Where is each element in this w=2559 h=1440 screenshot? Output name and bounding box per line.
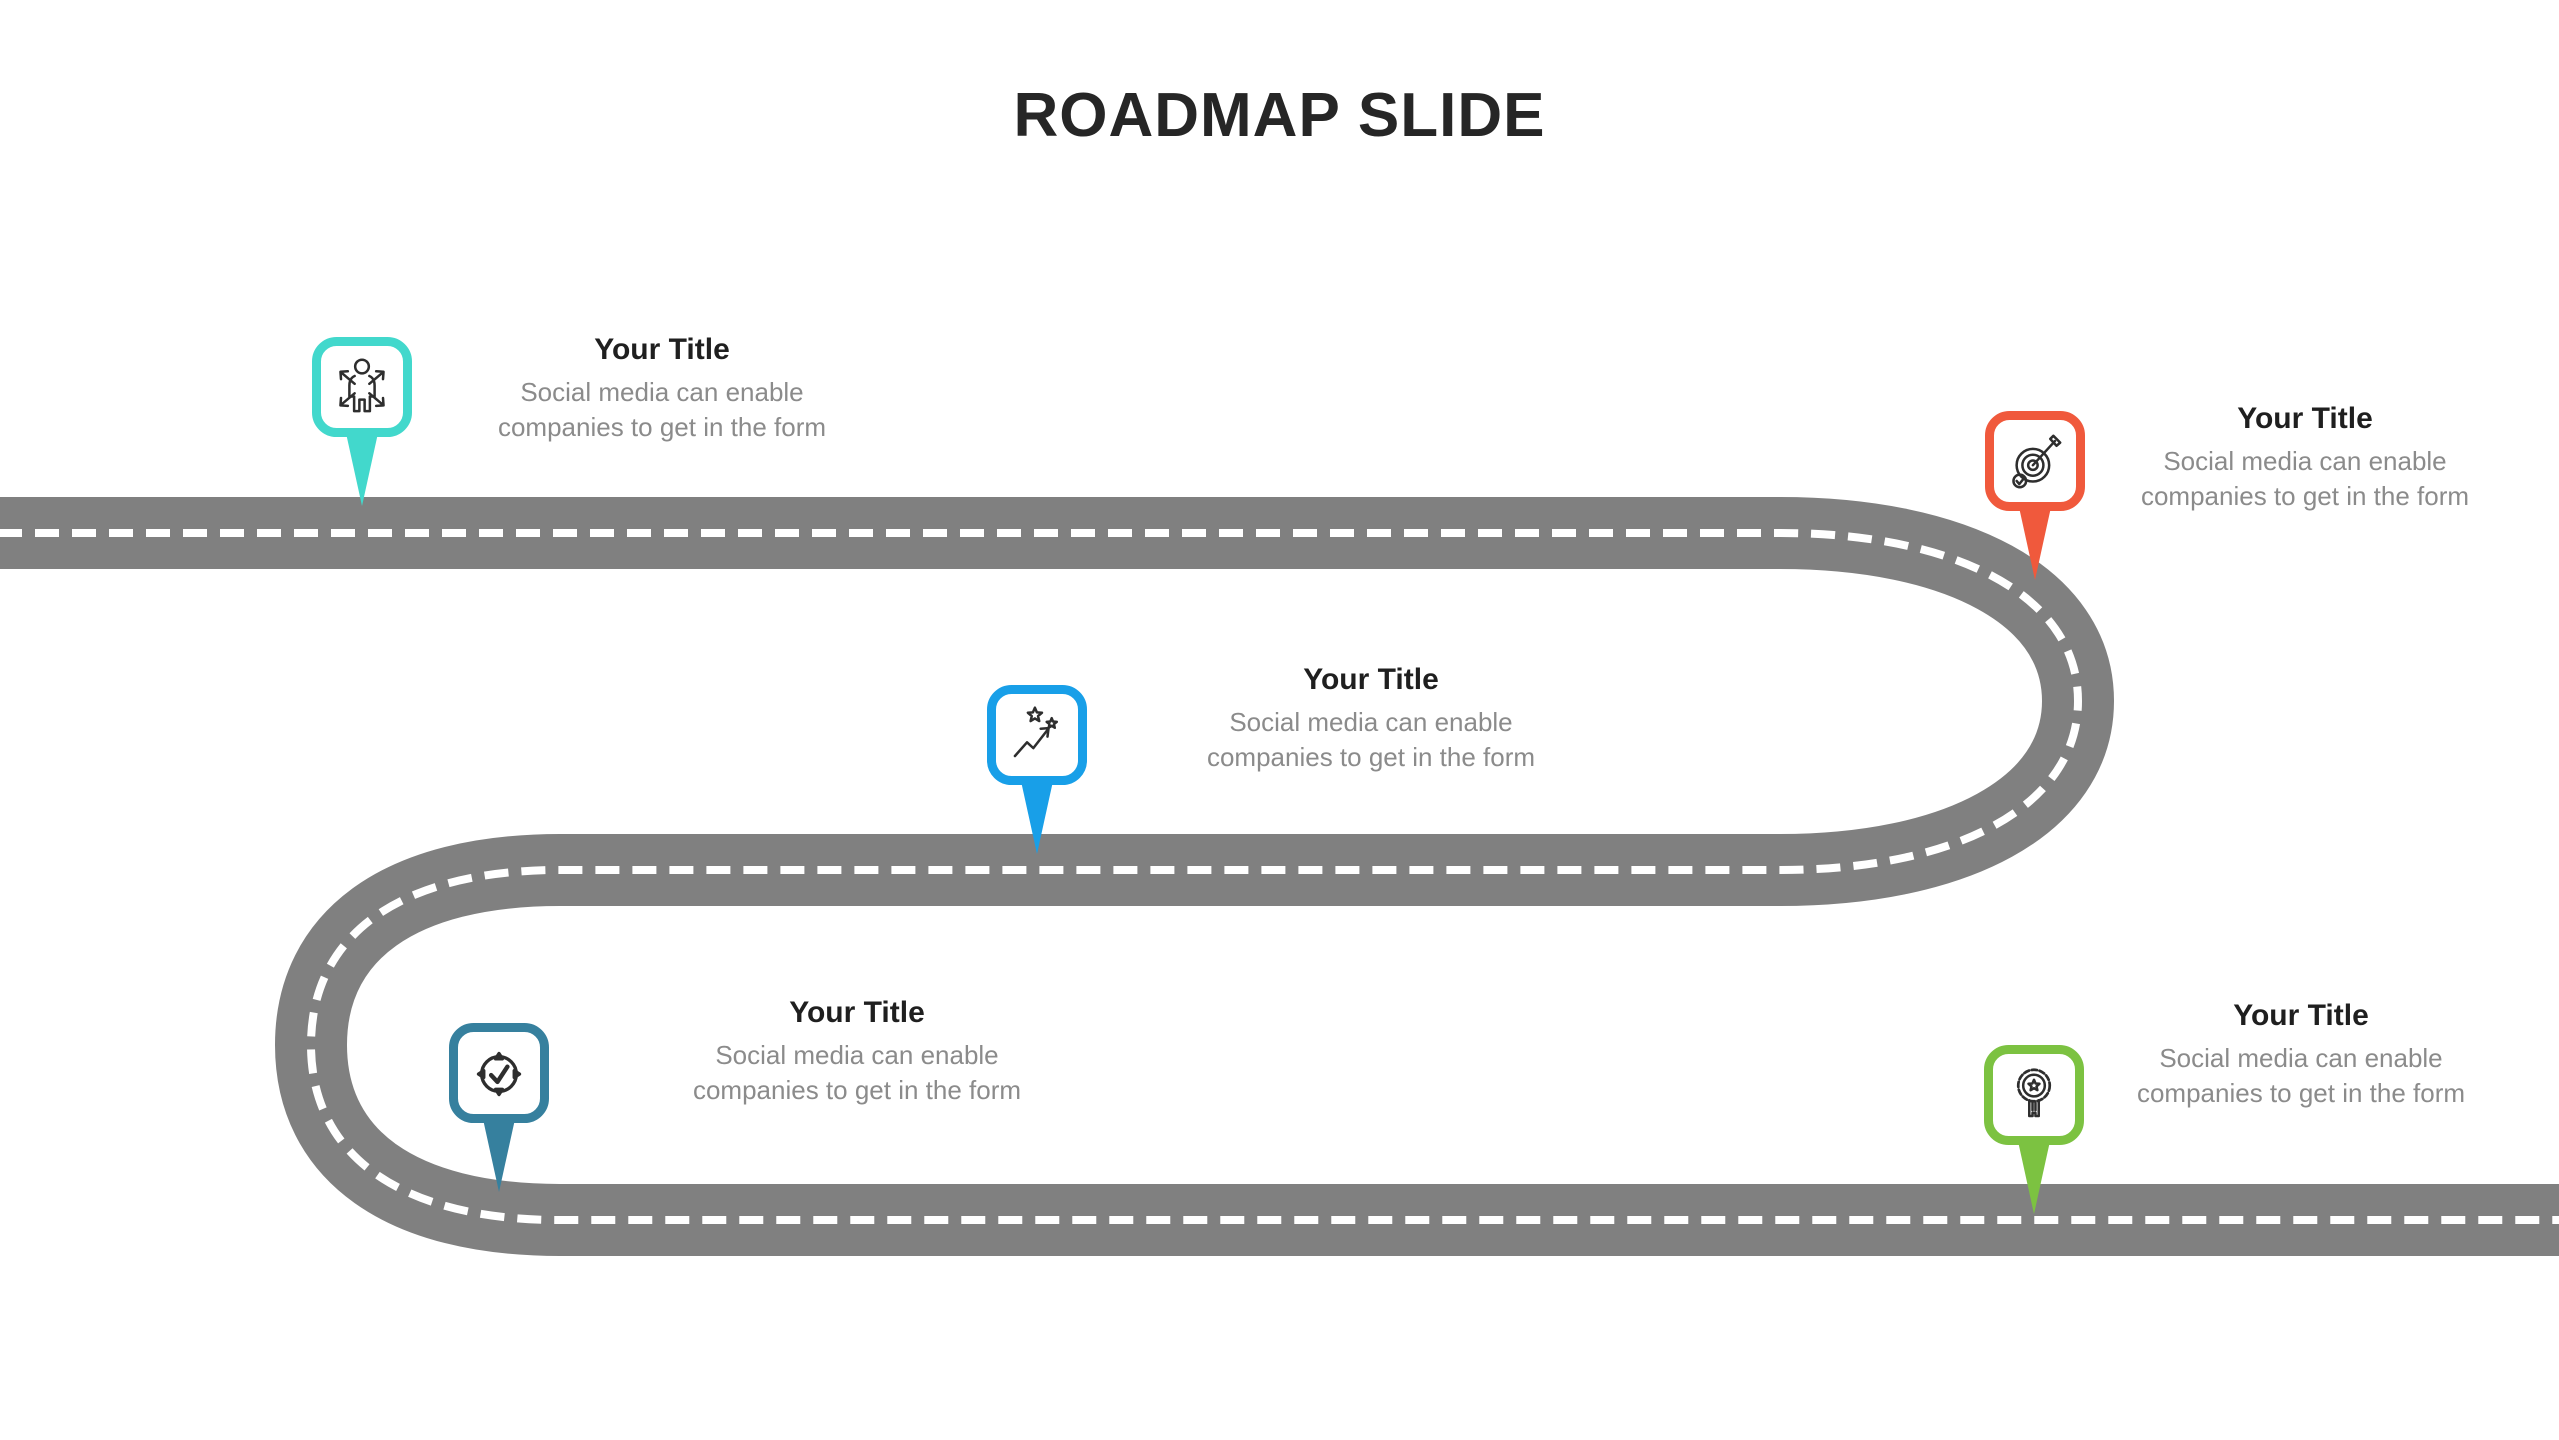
milestone-description-line1: Social media can enable xyxy=(1229,707,1513,737)
milestone-title: Your Title xyxy=(1303,663,1439,696)
award-key-icon xyxy=(2016,1068,2052,1118)
target-arrow-icon xyxy=(2012,434,2062,489)
milestone-description-line2: companies to get in the form xyxy=(2140,481,2470,511)
milestone-pin-2 xyxy=(1985,411,2085,580)
milestone-title: Your Title xyxy=(594,333,730,366)
pin-frame xyxy=(1984,1045,2084,1145)
milestone-text-1: Your Title Social media can enable compa… xyxy=(402,331,922,445)
milestone-pin-1 xyxy=(312,337,412,506)
page-title: ROADMAP SLIDE xyxy=(1013,81,1546,150)
milestone-pin-3 xyxy=(987,685,1087,854)
milestone-text-2: Your Title Social media can enable compa… xyxy=(2045,400,2559,514)
milestone-description-line1: Social media can enable xyxy=(2163,446,2447,476)
milestone-pin-5 xyxy=(1984,1045,2084,1214)
milestone-description-line1: Social media can enable xyxy=(520,377,804,407)
pin-tail xyxy=(2016,1132,2052,1214)
milestone-text-5: Your Title Social media can enable compa… xyxy=(2041,997,2559,1111)
road-surface xyxy=(0,497,2559,1256)
focus-check-icon xyxy=(476,1051,522,1097)
milestone-description-line1: Social media can enable xyxy=(2159,1043,2443,1073)
road-center-line xyxy=(0,529,2559,1224)
milestone-title: Your Title xyxy=(2233,999,2369,1032)
pin-tail xyxy=(481,1110,517,1192)
milestone-description-line2: companies to get in the form xyxy=(2136,1078,2466,1108)
milestone-description-line1: Social media can enable xyxy=(715,1040,999,1070)
growth-stars-icon xyxy=(1013,706,1058,758)
pin-frame xyxy=(312,337,412,437)
milestone-text-4: Your Title Social media can enable compa… xyxy=(597,994,1117,1108)
milestone-pin-4 xyxy=(449,1023,549,1192)
milestone-title: Your Title xyxy=(789,996,925,1029)
pin-frame xyxy=(987,685,1087,785)
pin-tail xyxy=(2017,498,2053,580)
milestone-description-line2: companies to get in the form xyxy=(692,1075,1022,1105)
pin-tail xyxy=(1019,772,1055,854)
pin-frame xyxy=(449,1023,549,1123)
pin-tail xyxy=(344,424,380,506)
milestone-description-line2: companies to get in the form xyxy=(1206,742,1536,772)
person-opportunities-icon xyxy=(339,358,385,413)
milestone-description-line2: companies to get in the form xyxy=(497,412,827,442)
milestone-text-3: Your Title Social media can enable compa… xyxy=(1111,661,1631,775)
milestone-title: Your Title xyxy=(2237,402,2373,435)
